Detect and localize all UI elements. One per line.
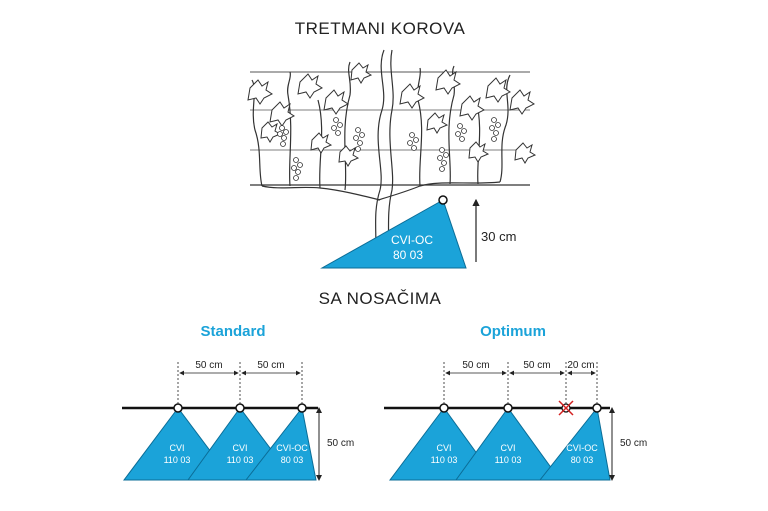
optimum-spacing-2: 50 cm	[523, 360, 550, 371]
optimum-spacing-3: 20 cm	[567, 360, 594, 371]
optimum-nozzle-3-size: 80 03	[571, 455, 594, 465]
standard-label: Standard	[200, 323, 265, 340]
standard-spray-3	[244, 406, 317, 481]
optimum-nozzle-1-size: 110 03	[431, 455, 458, 465]
grapevine-illustration	[247, 49, 537, 266]
optimum-label: Optimum	[480, 323, 546, 340]
standard-height-label: 50 cm	[327, 438, 354, 449]
standard-nozzle-3	[297, 403, 307, 413]
standard-spacing-2: 50 cm	[257, 360, 284, 371]
optimum-nozzle-2-type: CVI	[500, 443, 515, 453]
optimum-nozzle-2	[503, 403, 513, 413]
optimum-height-label: 50 cm	[620, 438, 647, 449]
optimum-nozzle-3-type: CVI-OC	[566, 443, 598, 453]
vine-height-indicator: 30 cm	[472, 198, 516, 262]
vine-nozzle-size: 80 03	[393, 248, 423, 262]
standard-nozzle-1-size: 110 03	[164, 455, 191, 465]
standard-nozzle-1	[173, 403, 183, 413]
standard-nozzle-2	[235, 403, 245, 413]
standard-spacing-1: 50 cm	[195, 360, 222, 371]
optimum-nozzle-2-size: 110 03	[495, 455, 522, 465]
standard-nozzle-2-type: CVI	[232, 443, 247, 453]
standard-nozzle-1-type: CVI	[169, 443, 184, 453]
title-weed-treatments: TRETMANI KOROVA	[295, 19, 466, 38]
optimum-nozzle-1	[439, 403, 449, 413]
vine-height-label: 30 cm	[481, 229, 516, 244]
standard-boom: CVI 110 03 CVI 110 03 CVI-OC 80 03 50 cm…	[122, 360, 354, 481]
standard-nozzle-3-type: CVI-OC	[276, 443, 308, 453]
title-with-booms: SA NOSAČIMA	[319, 289, 442, 308]
optimum-boom: CVI 110 03 CVI 110 03 CVI-OC 80 03 50 cm…	[384, 360, 647, 481]
optimum-nozzle-3	[592, 403, 602, 413]
optimum-spacing-1: 50 cm	[462, 360, 489, 371]
standard-nozzle-3-size: 80 03	[281, 455, 304, 465]
removed-nozzle-marker	[558, 400, 574, 416]
optimum-spray-3	[538, 406, 611, 481]
optimum-spray-2	[455, 407, 561, 481]
optimum-nozzle-1-type: CVI	[436, 443, 451, 453]
vine-spray: CVI-OC 80 03	[320, 195, 467, 269]
standard-nozzle-2-size: 110 03	[227, 455, 254, 465]
vine-nozzle-type: CVI-OC	[391, 233, 433, 247]
vine-nozzle-dot	[438, 195, 448, 205]
